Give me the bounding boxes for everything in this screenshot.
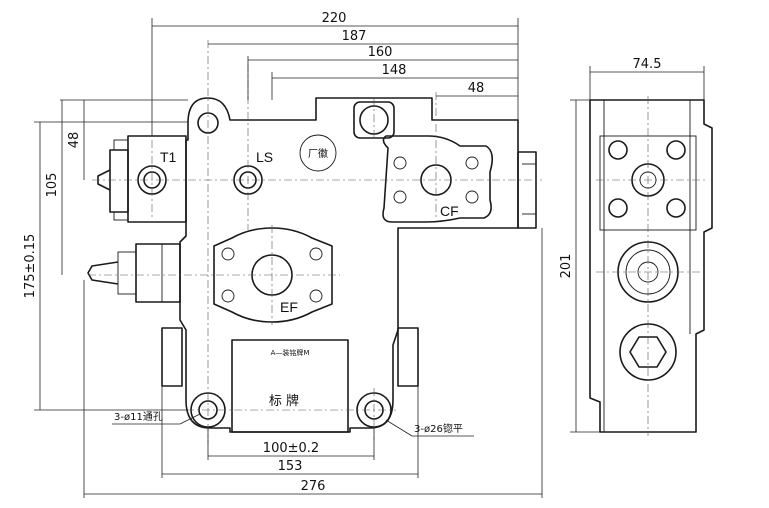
side-body-outline [589, 99, 713, 433]
t1-hex-face-bottom [113, 211, 129, 221]
dim-175: 175±0.15 [23, 234, 38, 299]
bottom-right-fitting [397, 327, 419, 387]
front-view [87, 40, 542, 444]
nameplate [231, 339, 349, 433]
side-view: 74.5 201 [559, 57, 713, 436]
ef-flange [213, 227, 333, 323]
factory-logo [299, 134, 337, 172]
ef-label: EF [280, 299, 298, 315]
nameplate-label: 标 牌 [269, 393, 299, 409]
holes-large-callout: 3-ø26锪平 [414, 422, 463, 435]
cf-flange [382, 135, 494, 223]
ls-label: LS [256, 149, 273, 165]
t1-hex-face [113, 139, 129, 151]
dim-48-left: 48 [67, 132, 82, 149]
dimensions: 220 187 160 148 48 48 105 175±0.15 [23, 11, 543, 498]
lower-left-fitting-nut [117, 251, 137, 295]
dim-160: 160 [368, 45, 393, 60]
t1-port-block [127, 135, 187, 223]
port-labels: T1 LS CF EF 厂徽 标 牌 A—装铭牌M [160, 147, 459, 409]
factory-logo-label: 厂徽 [308, 147, 328, 160]
t1-hex-nut [109, 149, 129, 213]
dim-100: 100±0.2 [263, 441, 319, 456]
dim-153: 153 [278, 459, 303, 474]
dim-74-5: 74.5 [633, 57, 662, 72]
dim-148: 148 [382, 63, 407, 78]
valve-body-outline [179, 97, 519, 433]
nameplate-caption: A—装铭牌M [271, 348, 310, 357]
dim-276: 276 [301, 479, 326, 494]
t1-label: T1 [160, 149, 177, 165]
bottom-left-fitting [161, 327, 183, 387]
dim-220: 220 [322, 11, 347, 26]
lower-left-fitting-tip [87, 261, 119, 285]
dim-48-top: 48 [468, 81, 485, 96]
lower-left-fitting-block [135, 243, 181, 303]
dim-201: 201 [559, 254, 574, 279]
holes-small-callout: 3-ø11通孔 [114, 411, 163, 423]
dim-187: 187 [342, 29, 367, 44]
cf-label: CF [440, 203, 459, 219]
right-fitting [517, 151, 537, 229]
dim-105: 105 [45, 173, 60, 198]
